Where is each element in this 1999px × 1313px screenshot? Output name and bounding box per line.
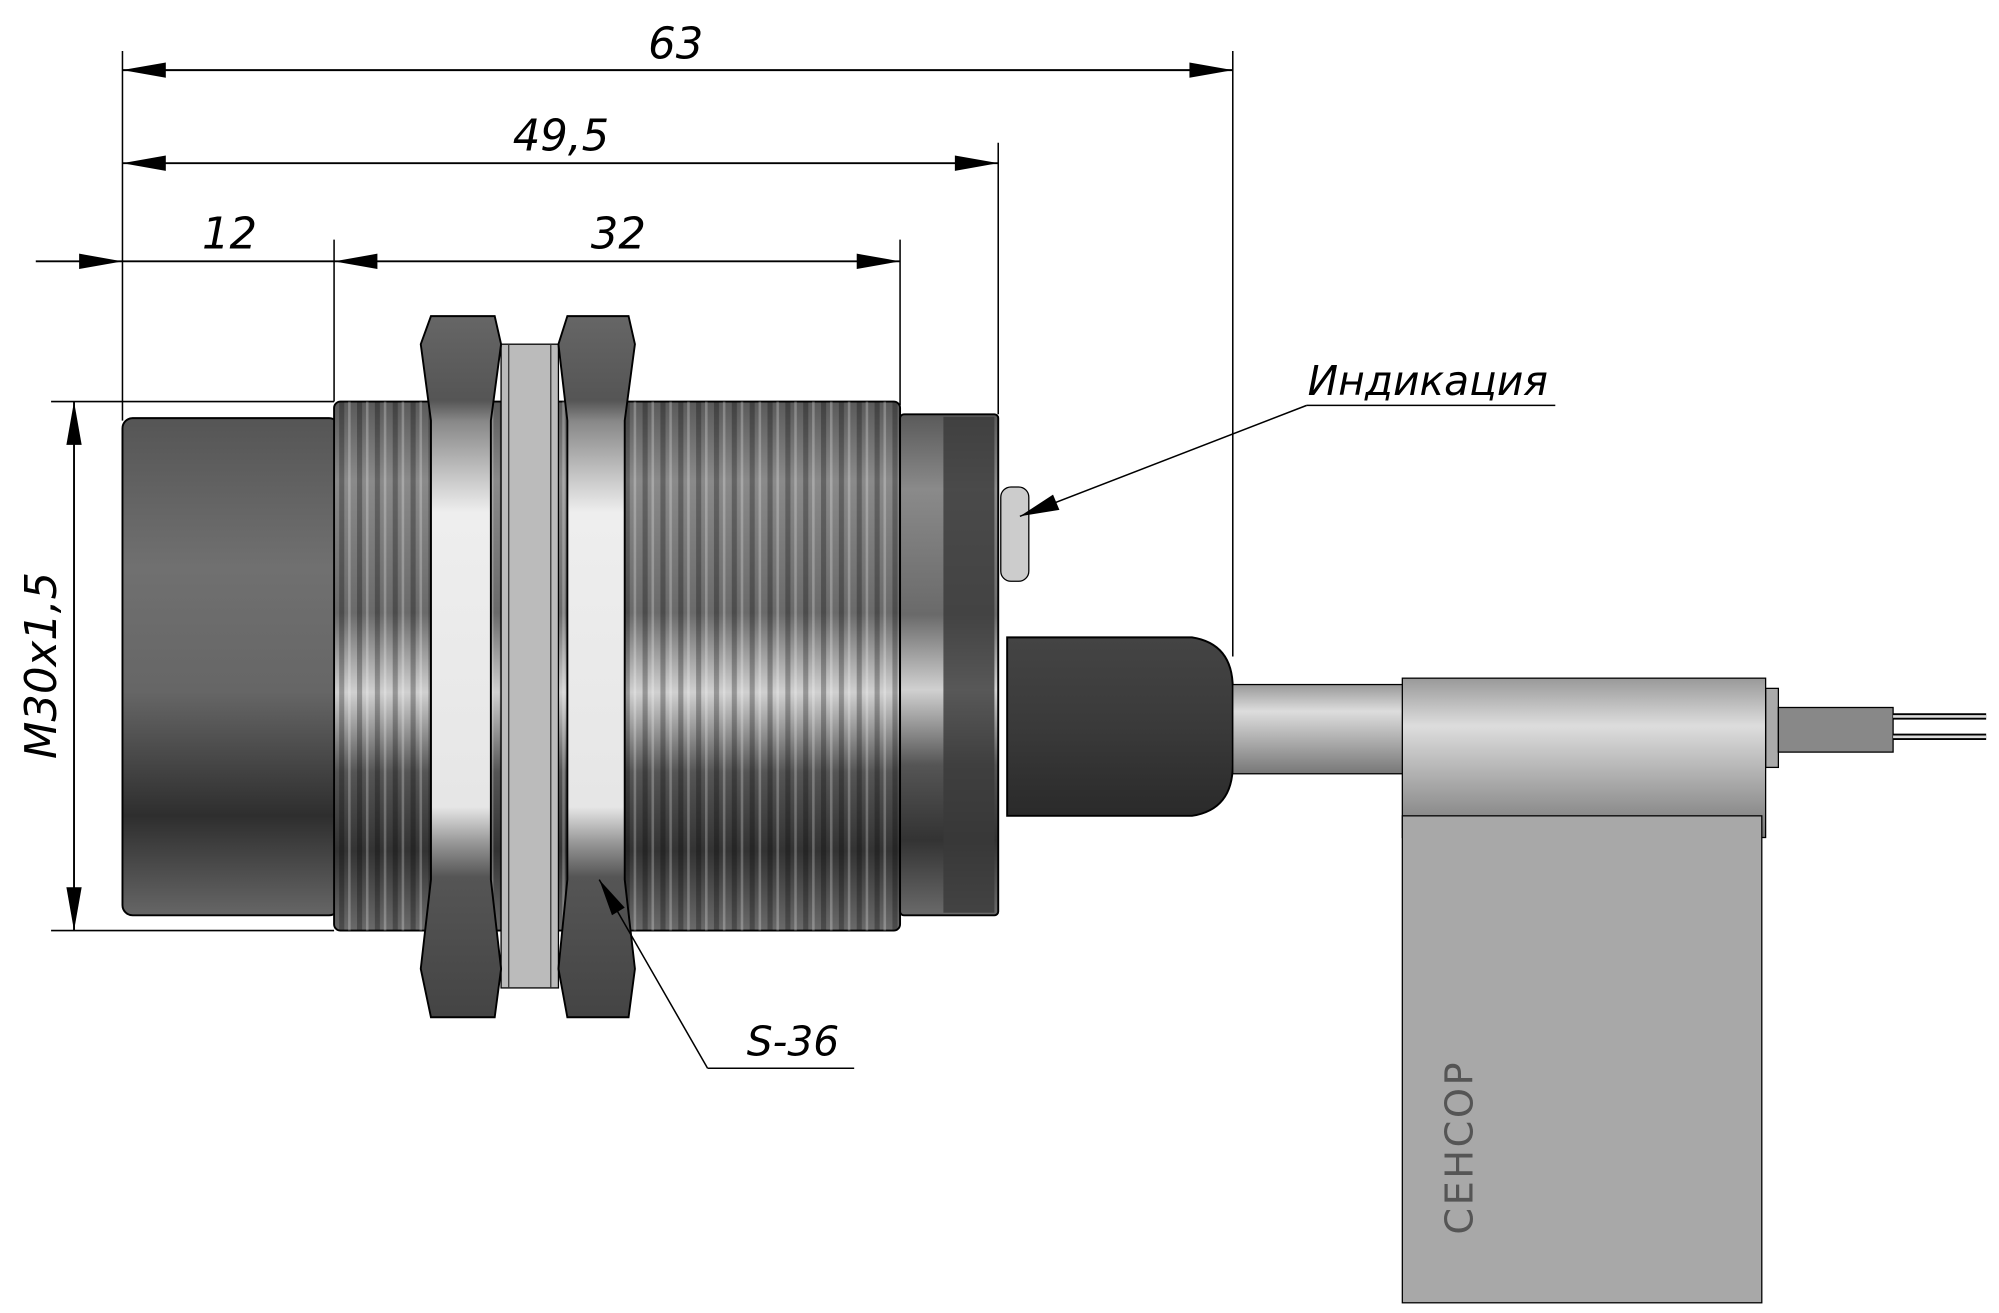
dim-body-length: 49,5 (513, 111, 609, 161)
dimension-thread (66, 401, 82, 931)
dim-overall-length: 63 (648, 20, 703, 70)
dimension-49-5 (122, 155, 999, 171)
dimension-63 (122, 62, 1233, 78)
dim-thread-size: M30x1,5 (17, 572, 67, 759)
label-sleeve-top (1401, 677, 1767, 839)
cable-gland (1006, 636, 1234, 817)
nut-size-label: S-36 (747, 1017, 839, 1065)
sensing-face-cap (121, 417, 341, 917)
led-indicator (1000, 486, 1030, 582)
indicator-leader (1019, 404, 1556, 517)
nut-1 (419, 315, 503, 1019)
wire-bundle (1777, 706, 1894, 753)
dimension-12-32 (35, 253, 901, 269)
extension-lines (51, 50, 1234, 932)
dim-thread-length: 32 (591, 210, 646, 260)
nut-2 (557, 315, 636, 1019)
nut-size-leader (598, 879, 855, 1070)
sensor-body (121, 315, 1987, 1304)
brand-label: СЕНСОР (1438, 1060, 1482, 1235)
washer (500, 343, 560, 989)
indicator-label: Индикация (1308, 357, 1548, 405)
dim-front-length: 12 (202, 210, 257, 260)
cable (1232, 683, 1410, 775)
label-tag (1401, 815, 1763, 1304)
